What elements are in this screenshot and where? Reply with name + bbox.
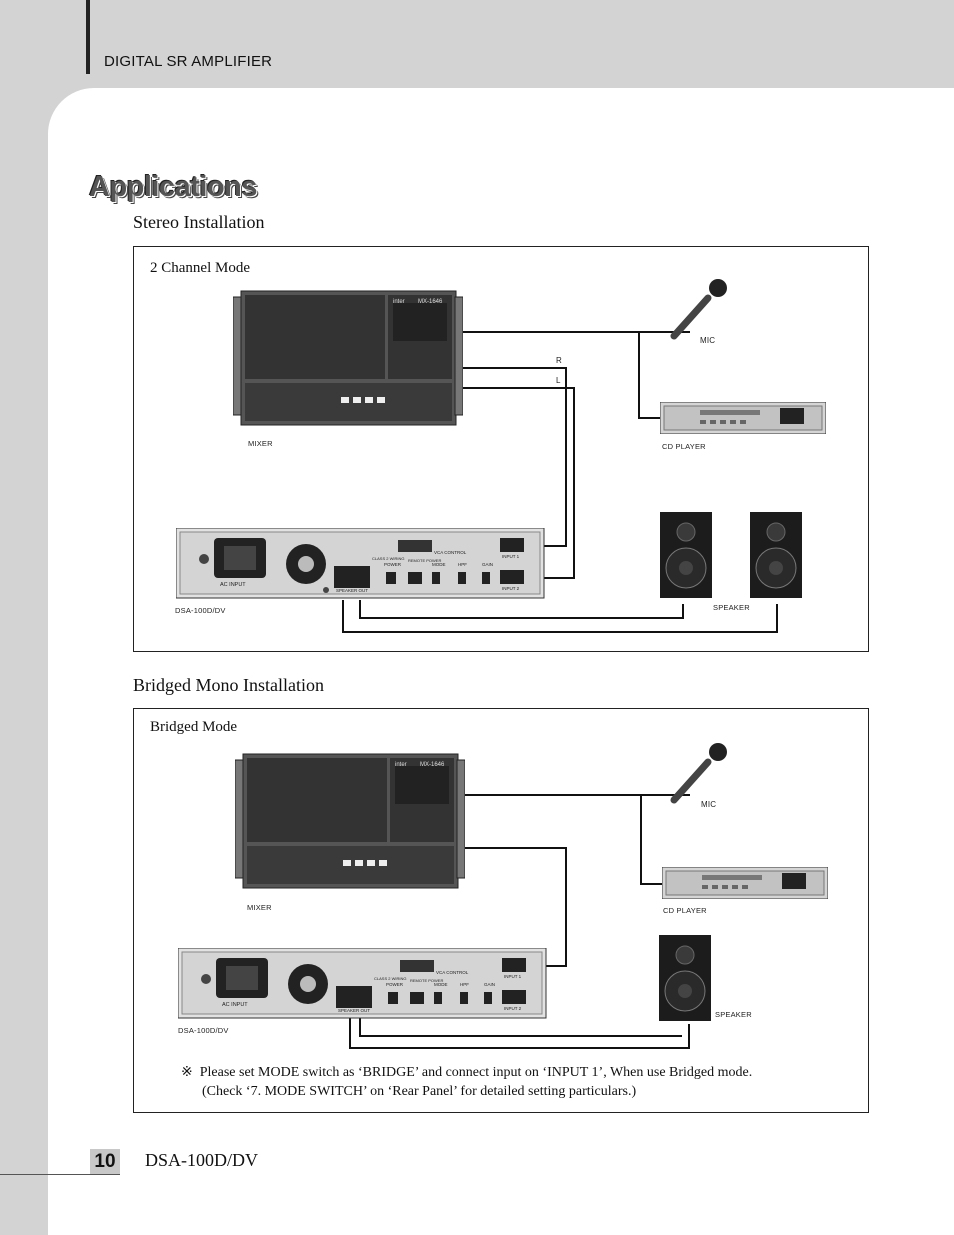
remote-power-label: REMOTE POWER [408,558,441,563]
speaker-out-label: SPEAKER OUT [336,588,368,593]
gain-label: GAIN [484,982,495,987]
mixer-label: MIXER [247,903,272,912]
header-title: DIGITAL SR AMPLIFIER [104,53,273,70]
speaker-label: SPEAKER [713,603,750,612]
speaker-image [659,935,711,1021]
bridged-note: ※ Please set MODE switch as ‘BRIDGE’ and… [181,1063,752,1101]
class2-wiring-label: CLASS 2 WIRING [374,976,406,981]
r-channel-label: R [556,356,562,365]
microphone-image [670,279,727,340]
header-bar [86,0,90,74]
ac-input-label: AC INPUT [220,582,246,588]
note-line2: (Check ‘7. MODE SWITCH’ on ‘Rear Panel’ … [202,1084,637,1099]
input2-label: INPUT 2 [502,586,520,591]
stereo-section-title: Stereo Installation [133,212,265,232]
mixer-model: MX-1646 [420,762,445,768]
speaker-right-image [750,512,802,598]
l-channel-label: L [556,376,561,385]
mixer-brand: inter [395,762,407,768]
cd-player-label: CD PLAYER [663,906,707,915]
mic-label: MIC [700,336,716,345]
bridged-section-title: Bridged Mono Installation [133,675,324,695]
stereo-frame-title: 2 Channel Mode [150,260,250,276]
vca-control-label: VCA CONTROL [434,550,467,555]
gain-label: GAIN [482,562,493,567]
note-symbol: ※ [181,1065,193,1080]
remote-power-label: REMOTE POWER [410,978,443,983]
amplifier-label: DSA-100D/DV [178,1026,229,1035]
mixer-image: inter MX-1646 [235,753,465,889]
mode-label: MODE [434,982,448,987]
amplifier-image: AC INPUT SPEAKER OUT VCA CONTROL CLASS 2… [178,948,547,1019]
footer-model-name: DSA-100D/DV [145,1150,259,1170]
power-label: POWER [384,562,402,567]
power-label: POWER [386,982,404,987]
page-number: 10 [90,1149,120,1175]
amplifier-image: AC INPUT SPEAKER OUT VCA CONTROL CLASS 2… [176,528,545,599]
vca-control-label: VCA CONTROL [436,970,469,975]
hpf-label: HPF [458,562,467,567]
mode-label: MODE [432,562,446,567]
mixer-brand: inter [393,299,405,305]
class2-wiring-label: CLASS 2 WIRING [372,556,404,561]
input1-label: INPUT 1 [502,554,520,559]
input2-label: INPUT 2 [504,1006,522,1011]
ac-input-label: AC INPUT [222,1002,248,1008]
mixer-model: MX-1646 [418,299,443,305]
cd-player-image [660,402,826,434]
footer-divider [0,1174,120,1175]
cd-player-image [662,867,828,899]
mixer-label: MIXER [248,439,273,448]
cd-player-label: CD PLAYER [662,442,706,451]
input1-label: INPUT 1 [504,974,522,979]
amplifier-label: DSA-100D/DV [175,606,226,615]
speaker-out-label: SPEAKER OUT [338,1008,370,1013]
note-line1: Please set MODE switch as ‘BRIDGE’ and c… [199,1065,753,1080]
bridged-frame-title: Bridged Mode [150,719,238,735]
microphone-image [670,743,727,804]
speaker-left-image [660,512,712,598]
hpf-label: HPF [460,982,469,987]
mixer-image: inter MX-1646 [233,290,463,426]
speaker-label: SPEAKER [715,1010,752,1019]
mic-label: MIC [701,800,717,809]
main-title: Applications [89,171,258,203]
